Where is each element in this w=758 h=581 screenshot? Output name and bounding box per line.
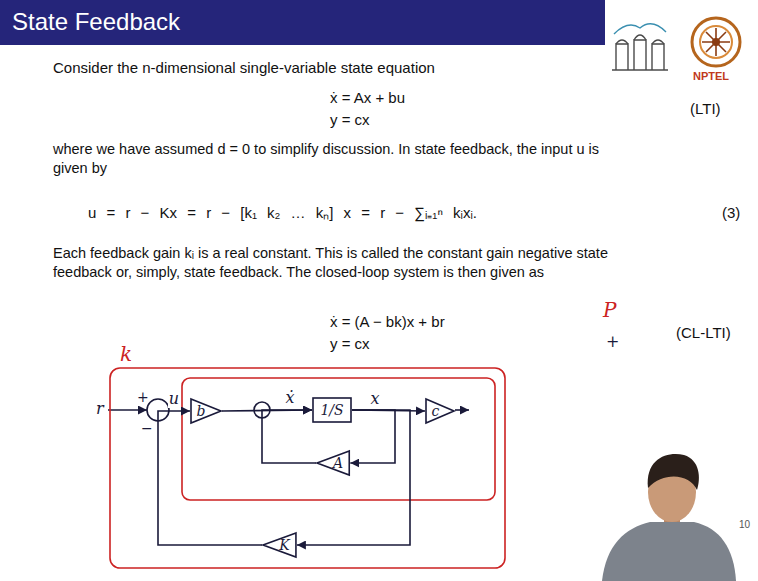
institute-logo xyxy=(612,24,668,70)
block-label: A xyxy=(333,455,343,471)
handwritten-note: + xyxy=(606,333,619,351)
block-outline xyxy=(190,398,222,424)
signal-name: ẋ xyxy=(284,389,295,407)
gain-block: K xyxy=(262,532,297,558)
sign-mark: + xyxy=(137,389,149,405)
signal-name: x xyxy=(369,390,380,408)
title-bar xyxy=(0,0,605,45)
equation: ẋ = Ax + bu xyxy=(330,88,405,107)
reference-input-wire xyxy=(108,409,147,411)
equation: y = cx xyxy=(330,334,370,353)
body-text: Consider the n-dimensional single-variab… xyxy=(53,58,435,77)
presenter-video xyxy=(602,454,736,581)
signal-wire xyxy=(262,410,316,463)
gain-block: A xyxy=(316,450,350,476)
logo-text: NPTEL xyxy=(693,70,729,83)
signal-wire xyxy=(350,410,395,463)
equation: u = r − Kx = r − [k₁ k₂ … kₙ] x = r − ∑ᵢ… xyxy=(88,203,477,222)
body-text: where we have assumed d = 0 to simplify … xyxy=(53,140,613,178)
gain-block: c xyxy=(425,398,455,424)
equation: y = cx xyxy=(330,110,370,129)
block-shape xyxy=(263,533,296,557)
block-label: K xyxy=(279,537,289,553)
integrator-block: 1/S xyxy=(312,397,352,423)
block-shape xyxy=(191,399,221,423)
block-label: b xyxy=(196,403,205,419)
equation-tag: (CL-LTI) xyxy=(676,323,731,342)
block-shape xyxy=(317,451,349,475)
equation: ẋ = (A − bk)x + br xyxy=(330,312,445,331)
signal-name: u xyxy=(168,390,180,408)
sign-mark: − xyxy=(141,420,153,436)
output-wire xyxy=(455,409,469,411)
handwritten-note: k xyxy=(120,342,132,366)
handwritten-note: P xyxy=(603,298,616,322)
signal-wire xyxy=(297,410,410,545)
nptel-logo xyxy=(692,18,740,66)
hand-drawn-outline xyxy=(110,368,505,568)
block-label: 1/S xyxy=(320,402,343,418)
block-shape xyxy=(313,398,351,422)
equation-tag: (LTI) xyxy=(690,99,721,118)
body-text: Each feedback gain kᵢ is a real constant… xyxy=(53,244,613,282)
equation-tag: (3) xyxy=(722,203,740,222)
block-shape xyxy=(426,399,454,423)
page-number: 10 xyxy=(739,519,750,531)
signal-name: r xyxy=(96,400,104,418)
signal-wire xyxy=(158,411,262,545)
block-label: c xyxy=(432,403,440,419)
block-outline xyxy=(425,398,455,424)
slide-title: State Feedback xyxy=(12,8,180,36)
gain-block: b xyxy=(190,398,222,424)
